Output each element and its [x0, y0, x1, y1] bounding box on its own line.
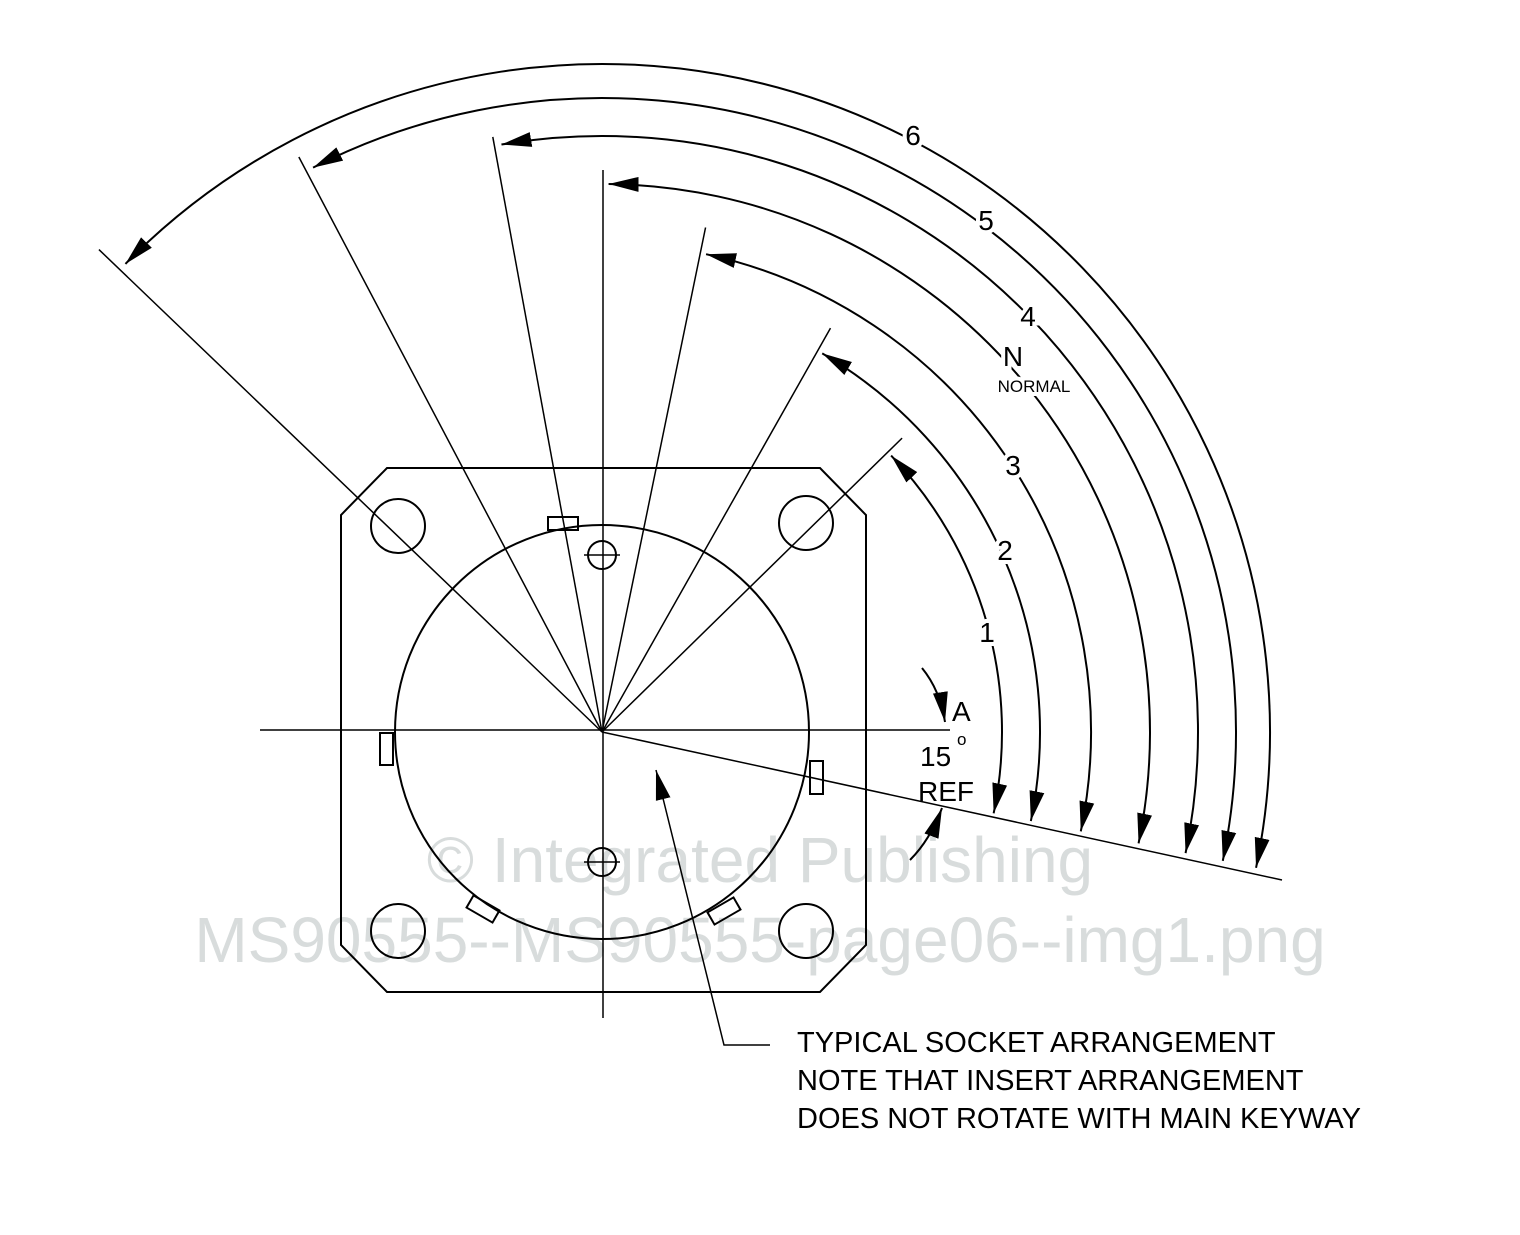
arc-label-2: 2 — [997, 535, 1013, 566]
ref-angle-value: 15 — [920, 741, 951, 772]
mounting-hole-bottom-left — [370, 903, 426, 959]
radial-line-6 — [298, 156, 603, 733]
ref-arrow-upper — [921, 667, 948, 723]
radial-line-2 — [601, 327, 832, 733]
arc-label-3: 3 — [1005, 450, 1021, 481]
radial-line-3 — [601, 227, 707, 733]
keyway-bottom-left — [465, 894, 501, 924]
arc-label-6: 6 — [905, 120, 921, 151]
rotation-arc-7 — [124, 63, 1271, 868]
keyway-bottom-right — [706, 896, 742, 926]
rotation-arc-4 — [608, 176, 1152, 844]
point-a-label: A — [952, 696, 971, 727]
arc-label-5: 5 — [978, 205, 994, 236]
keyway-left — [379, 732, 394, 766]
radial-line-1 — [601, 437, 903, 733]
watermark-line-1: © Integrated Publishing — [427, 824, 1093, 896]
ref-arrow-lower — [909, 807, 943, 861]
normal-label: NORMAL — [998, 377, 1071, 396]
rotation-arc-3 — [705, 253, 1095, 832]
arc-label-n: N — [1003, 341, 1023, 372]
note-line-2: NOTE THAT INSERT ARRANGEMENT — [797, 1065, 1304, 1097]
arc-label-4: 4 — [1020, 301, 1036, 332]
note-line-1: TYPICAL SOCKET ARRANGEMENT — [797, 1027, 1276, 1059]
mounting-hole-top-right — [778, 495, 834, 551]
watermark-line-2: MS90555--MS90555-page06--img1.png — [194, 904, 1325, 976]
ref-label: REF — [918, 776, 974, 807]
arc-label-1: 1 — [979, 617, 995, 648]
note-line-3: DOES NOT ROTATE WITH MAIN KEYWAY — [797, 1103, 1361, 1135]
mounting-hole-bottom-right — [778, 903, 834, 959]
mounting-hole-top-left — [370, 498, 426, 554]
radial-lines — [98, 136, 903, 733]
degree-symbol: o — [957, 730, 966, 749]
note-leader — [655, 769, 770, 1046]
socket-top — [584, 540, 620, 570]
rotation-arcs — [124, 63, 1271, 868]
